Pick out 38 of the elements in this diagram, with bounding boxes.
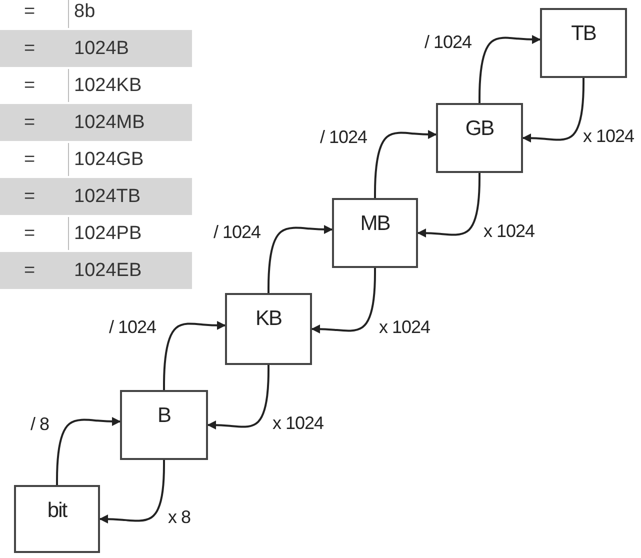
unit-label: bit xyxy=(47,499,67,523)
arrow xyxy=(99,460,165,524)
table-value: 1024TB xyxy=(74,185,141,209)
equals-sign: = xyxy=(24,222,36,246)
unit-box xyxy=(436,103,523,173)
arrow xyxy=(56,417,121,485)
table-value: 1024GB xyxy=(74,148,144,172)
equals-sign: = xyxy=(24,148,36,172)
arrow xyxy=(311,268,376,334)
equals-sign: = xyxy=(24,259,36,283)
arrow xyxy=(268,225,333,293)
table-value: 1024KB xyxy=(74,74,142,98)
unit-box xyxy=(120,390,208,460)
unit-box xyxy=(14,485,100,553)
table-value: 1024PB xyxy=(74,222,142,246)
arrow xyxy=(163,320,226,390)
table-value: 1024B xyxy=(74,37,129,61)
unit-box xyxy=(225,293,312,365)
equals-sign: = xyxy=(24,111,36,135)
table-value: 1024MB xyxy=(74,111,145,135)
arrow xyxy=(417,173,480,238)
equals-sign: = xyxy=(24,0,36,24)
unit-label: KB xyxy=(255,307,282,331)
arrow xyxy=(207,365,270,430)
unit-label: GB xyxy=(465,117,494,141)
arrow xyxy=(478,35,541,103)
equals-sign: = xyxy=(24,74,36,98)
arrow xyxy=(374,130,437,198)
unit-label: B xyxy=(157,404,170,428)
unit-label: MB xyxy=(360,212,390,236)
unit-box xyxy=(540,8,627,78)
equals-sign: = xyxy=(24,185,36,209)
unit-label: TB xyxy=(571,22,596,46)
unit-box xyxy=(332,198,418,268)
arrow xyxy=(522,78,584,142)
table-value: 1024EB xyxy=(74,259,142,283)
table-value: 8b xyxy=(74,0,96,24)
equals-sign: = xyxy=(24,37,36,61)
